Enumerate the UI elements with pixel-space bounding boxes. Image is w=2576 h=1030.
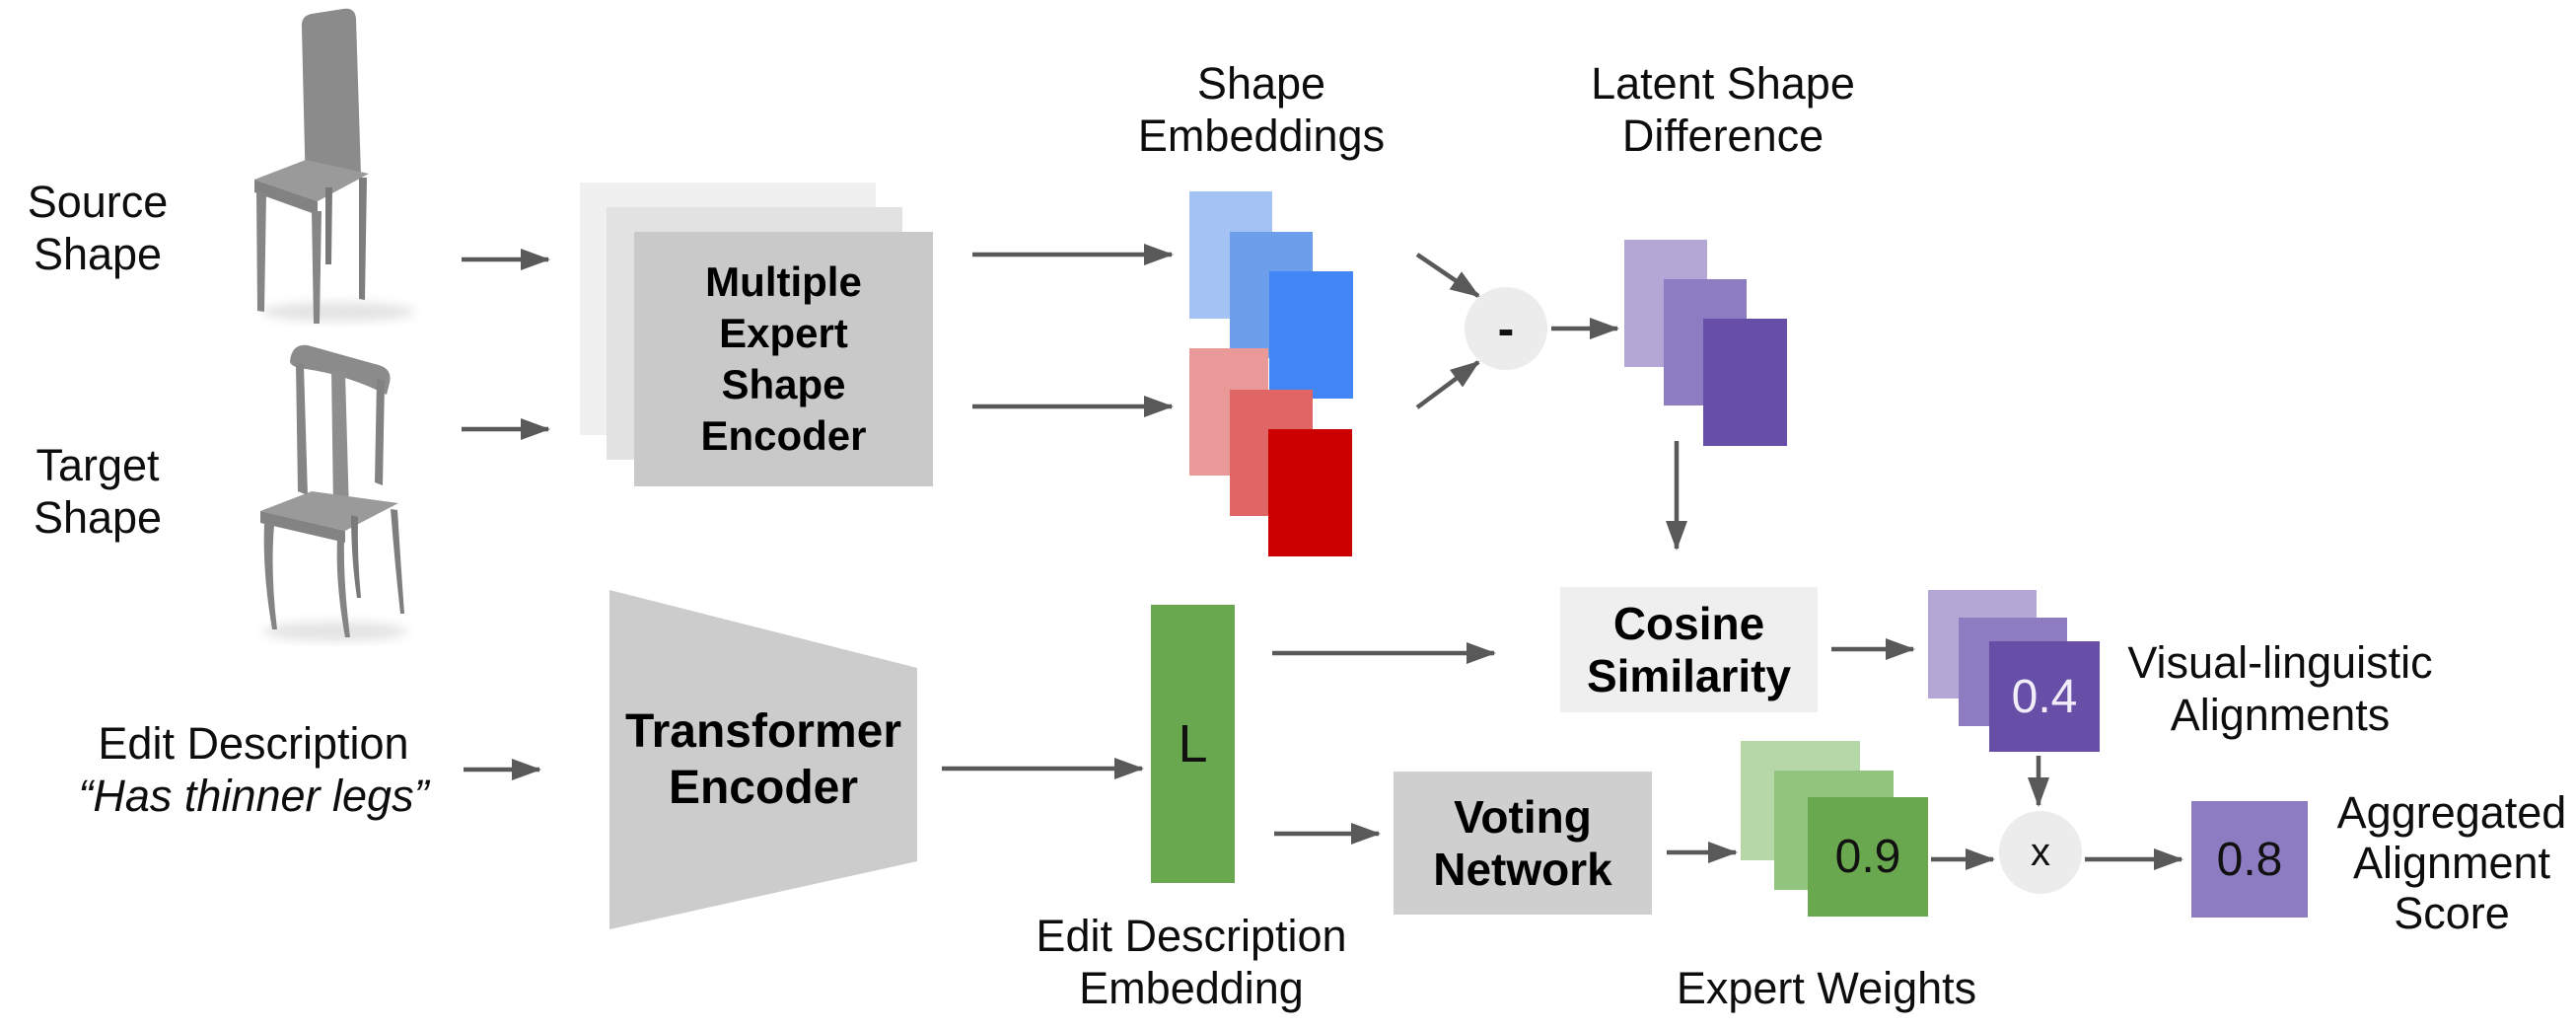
transformer-encoder-shape <box>609 590 917 929</box>
transformer-encoder-label: Transformer Encoder <box>624 705 902 814</box>
expert-weights-label: Expert Weights <box>1676 963 1977 1013</box>
latent-difference-card-front <box>1703 319 1787 446</box>
expert-weight-card-front: 0.9 <box>1808 797 1928 917</box>
aggregated-alignment-score-label: Aggregated Alignment Score <box>2336 787 2567 938</box>
edit-description-embedding-label: Edit Description Embedding <box>1036 911 1347 1013</box>
arrow-source-embedding-to-subtract <box>1415 253 1480 298</box>
target-shape-label: Target Shape <box>33 440 163 543</box>
edit-embedding-bar: L <box>1151 605 1235 883</box>
shape-encoder-box: Multiple Expert Shape Encoder <box>634 232 933 486</box>
cosine-similarity-box: Cosine Similarity <box>1560 587 1818 712</box>
alignment-card-front: 0.4 <box>1989 641 2100 752</box>
source-embedding-card-front <box>1269 271 1353 399</box>
target-chair-image <box>260 344 408 641</box>
source-chair-image <box>254 8 415 324</box>
edit-description-label: Edit Description “Has thinner legs” <box>78 718 429 821</box>
latent-shape-difference-title: Latent Shape Difference <box>1591 58 1855 161</box>
multiply-operator: x <box>1999 811 2082 894</box>
subtract-operator: - <box>1465 287 1547 370</box>
visual-linguistic-alignments-label: Visual-linguistic Alignments <box>2127 637 2433 740</box>
edit-description-quote: “Has thinner legs” <box>78 771 429 821</box>
shape-embeddings-title: Shape Embeddings <box>1137 58 1386 161</box>
source-shape-label: Source Shape <box>27 177 169 279</box>
arrow-target-embedding-to-subtract <box>1415 360 1480 409</box>
aggregated-score-card: 0.8 <box>2191 801 2308 918</box>
voting-network-box: Voting Network <box>1394 772 1652 915</box>
target-embedding-card-front <box>1268 429 1352 556</box>
